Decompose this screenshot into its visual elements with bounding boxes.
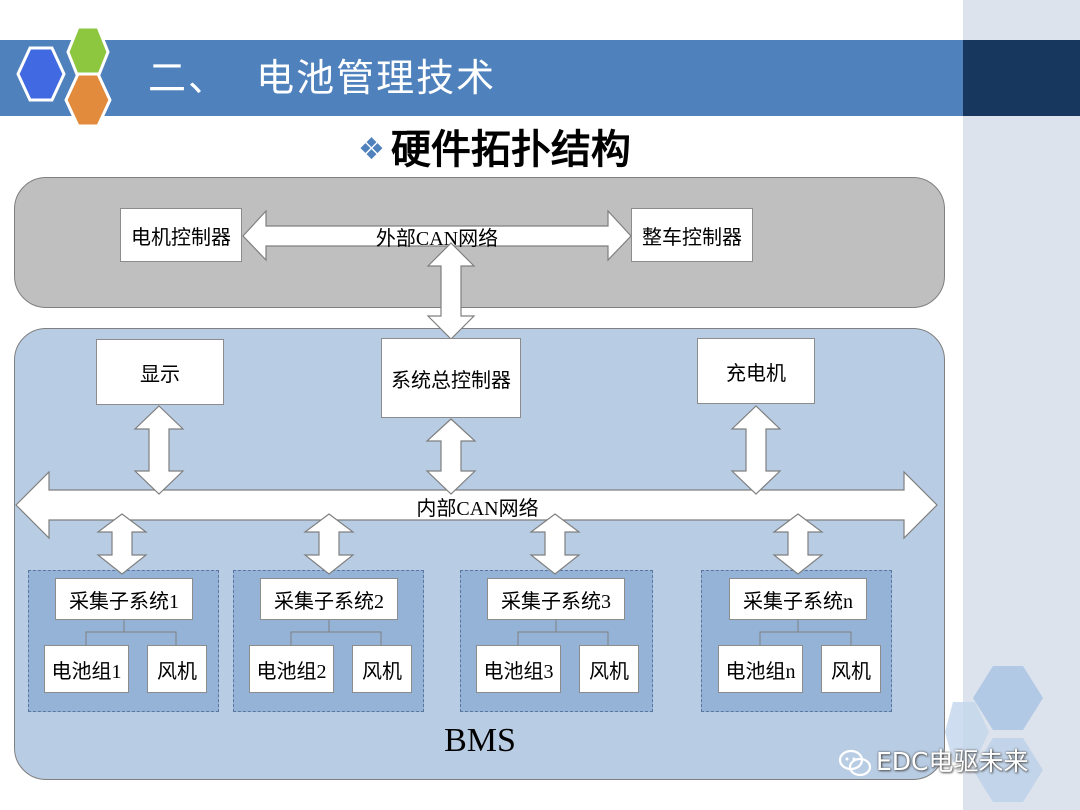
acquisition-subsystem-3: 采集子系统3: [487, 578, 625, 620]
diamond-bullet-icon: ❖: [358, 132, 385, 167]
vertical-arrow-subsystem-1: [96, 513, 148, 575]
vertical-arrow-subsystem-n: [772, 513, 824, 575]
display-box: 显示: [96, 339, 224, 405]
battery-pack-n: 电池组n: [718, 645, 803, 693]
bms-label: BMS: [444, 722, 516, 759]
fan-n: 风机: [821, 645, 881, 693]
slide-title: 二、 电池管理技术: [148, 56, 497, 100]
vertical-arrow-subsystem-3: [529, 513, 581, 575]
tree-connector-3: [517, 631, 609, 645]
watermark-text: EDC电驱未来: [876, 747, 1029, 776]
fan-2: 风机: [352, 645, 412, 693]
battery-pack-3: 电池组3: [476, 645, 561, 693]
tree-connector-2: [290, 631, 382, 645]
tree-connector-n: [759, 631, 852, 645]
charger-box: 充电机: [697, 338, 815, 404]
hexagon-logo-icon: [16, 25, 112, 128]
wechat-icon: [838, 749, 872, 777]
subtitle-text: 硬件拓扑结构: [390, 127, 631, 173]
watermark: EDC电驱未来: [838, 742, 1029, 782]
vertical-arrow-charger: [730, 405, 782, 495]
acquisition-subsystem-n: 采集子系统n: [729, 578, 867, 620]
title-band-accent: [963, 40, 1080, 116]
slide-subtitle: ❖硬件拓扑结构: [358, 122, 631, 178]
system-controller-box: 系统总控制器: [381, 338, 521, 418]
vehicle-controller-box: 整车控制器: [631, 208, 753, 262]
acquisition-subsystem-1: 采集子系统1: [55, 578, 193, 620]
internal-can-arrow: [15, 470, 938, 540]
fan-3: 风机: [579, 645, 639, 693]
title-band: [0, 40, 963, 116]
vertical-arrow-system-internal: [425, 418, 477, 495]
external-can-label: 外部CAN网络: [375, 228, 499, 250]
motor-controller-box: 电机控制器: [120, 208, 242, 262]
vertical-arrow-display: [133, 405, 185, 495]
fan-1: 风机: [147, 645, 207, 693]
vertical-arrow-subsystem-2: [303, 513, 355, 575]
decorative-hexagons-icon: [945, 666, 1043, 802]
vertical-arrow-system-external: [426, 242, 476, 340]
acquisition-subsystem-2: 采集子系统2: [260, 578, 398, 620]
battery-pack-2: 电池组2: [249, 645, 334, 693]
internal-can-label: 内部CAN网络: [416, 498, 539, 520]
battery-pack-1: 电池组1: [44, 645, 129, 693]
tree-connector-1: [85, 631, 177, 645]
